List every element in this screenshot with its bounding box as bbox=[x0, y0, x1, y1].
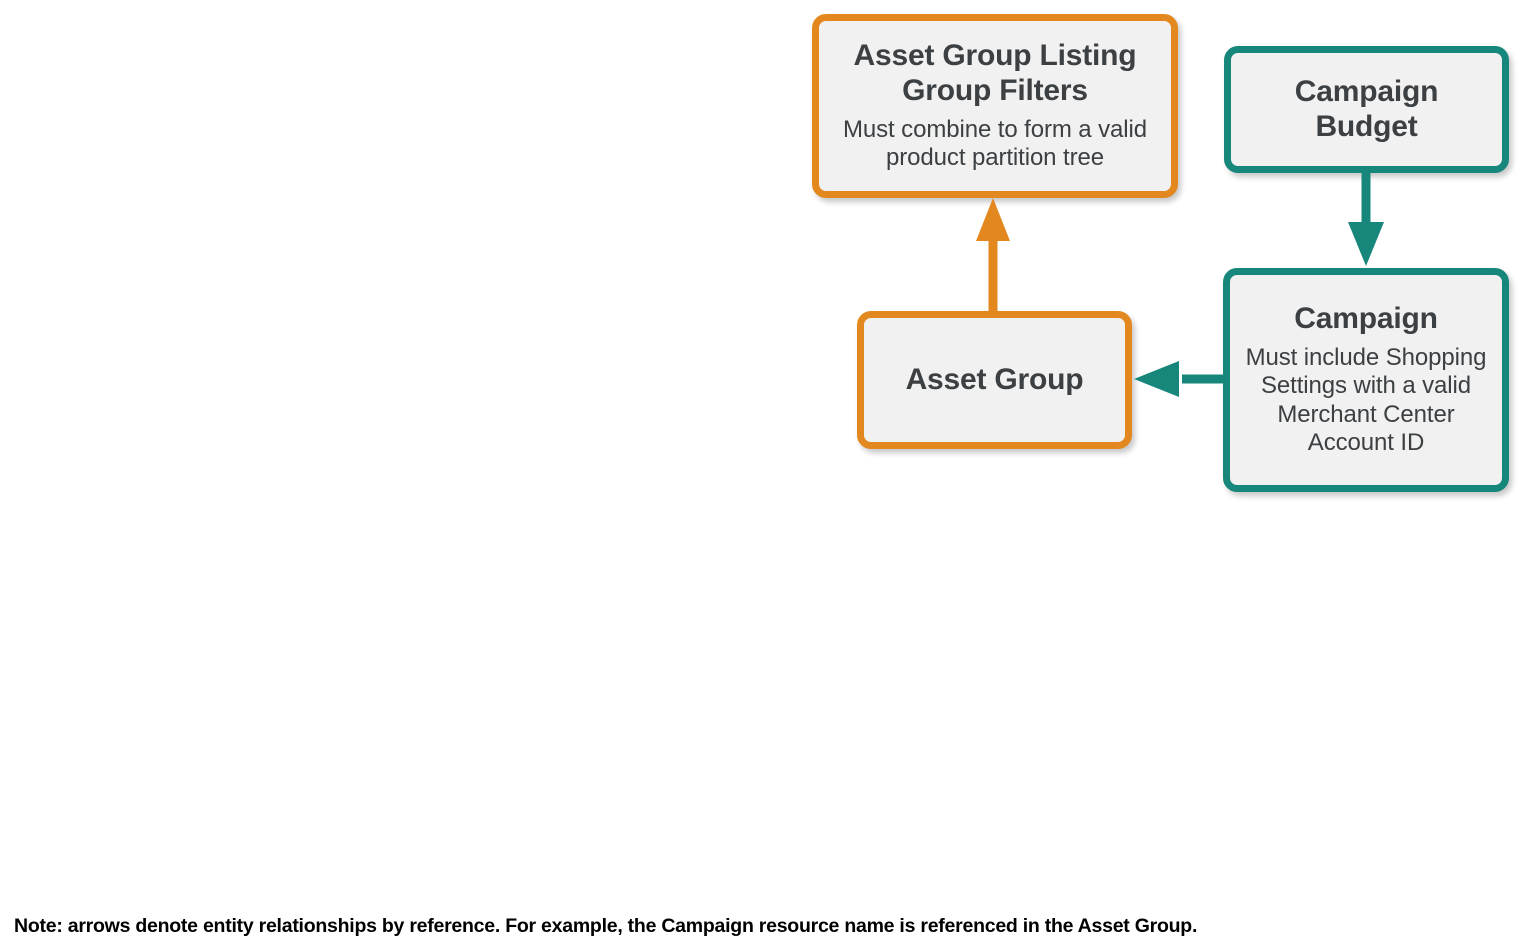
node-campaign[interactable]: Campaign Must include Shopping Settings … bbox=[1223, 268, 1509, 492]
arrow-head-left-icon bbox=[1134, 361, 1179, 397]
node-asset-group-listing-group-filters[interactable]: Asset Group Listing Group Filters Must c… bbox=[812, 14, 1178, 198]
node-campaign-budget[interactable]: Campaign Budget bbox=[1224, 46, 1509, 173]
node-subtitle: Must combine to form a valid product par… bbox=[843, 115, 1147, 172]
node-title: Asset Group Listing Group Filters bbox=[853, 39, 1137, 107]
arrow-head-down-icon bbox=[1348, 222, 1384, 266]
node-asset-group[interactable]: Asset Group bbox=[857, 311, 1132, 449]
arrow-head-up-icon bbox=[976, 198, 1010, 241]
node-title: Campaign Budget bbox=[1294, 74, 1439, 143]
node-title: Asset Group bbox=[905, 362, 1084, 396]
node-subtitle: Must include Shopping Settings with a va… bbox=[1245, 343, 1487, 457]
footer-note: Note: arrows denote entity relationships… bbox=[14, 915, 1198, 937]
node-title: Campaign bbox=[1294, 302, 1438, 335]
